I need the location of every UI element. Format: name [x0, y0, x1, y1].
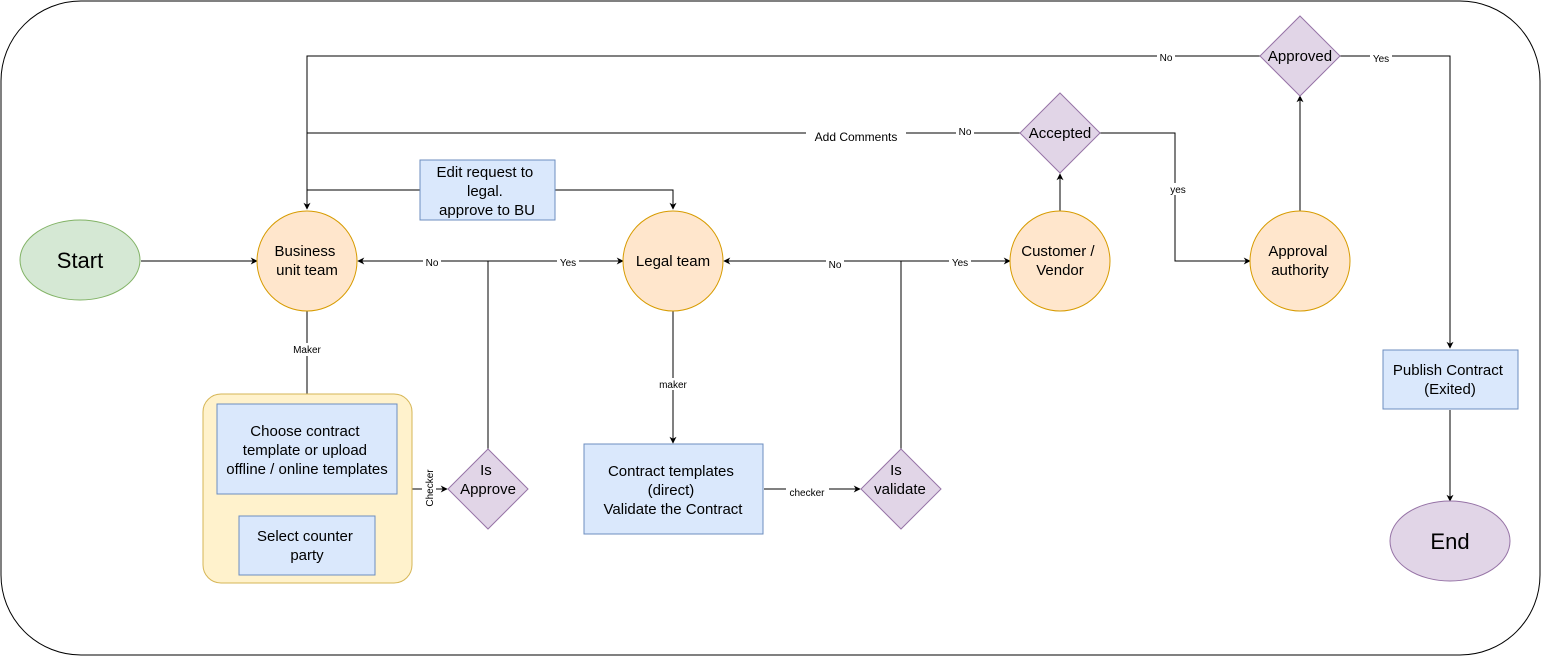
accepted-label: Accepted — [1029, 125, 1092, 142]
start-label: Start — [57, 248, 103, 273]
edge-approved-no — [303, 55, 1260, 210]
label-checker-legal: checker — [789, 488, 825, 499]
customer-vendor-label: Customer / Vendor — [1021, 243, 1099, 279]
is-validate-label: Is validate — [874, 462, 926, 498]
label-maker-bu: Maker — [293, 345, 321, 356]
is-approve-decision — [447, 448, 529, 530]
choose-template-box — [216, 403, 398, 495]
select-counter-party-label: Select counter party — [257, 528, 357, 564]
approved-label: Approved — [1268, 48, 1332, 65]
customer-vendor-node — [1009, 210, 1111, 312]
label-no-isvalidate: No — [829, 260, 842, 271]
accepted-decision — [1019, 92, 1101, 174]
approval-authority-node — [1249, 210, 1351, 312]
legal-team-node — [622, 210, 724, 312]
contract-templates-box — [583, 443, 764, 535]
edit-request-box — [419, 159, 556, 221]
contract-templates-label: Contract templates (direct) Validate the… — [604, 463, 744, 518]
approval-authority-label: Approval authority — [1268, 243, 1331, 279]
is-approve-label: Is Approve — [460, 462, 516, 498]
choose-template-label: Choose contract template or upload offli… — [226, 423, 388, 478]
business-unit-team-node — [256, 210, 358, 312]
label-no-accepted: No — [959, 127, 972, 138]
legal-team-label: Legal team — [636, 253, 710, 270]
select-counter-party-box — [238, 515, 376, 576]
is-validate-decision — [860, 448, 942, 530]
end-node — [1389, 500, 1511, 582]
publish-contract-box — [1382, 349, 1519, 410]
edit-request-label: Edit request to legal. approve to BU — [437, 164, 538, 219]
label-yes-approved: Yes — [1373, 54, 1389, 65]
business-unit-team-label: Business unit team — [274, 243, 339, 279]
label-no-approved: No — [1160, 53, 1173, 64]
label-yes-isvalidate: Yes — [952, 258, 968, 269]
label-yes-isapprove: Yes — [560, 258, 576, 269]
end-label: End — [1430, 529, 1469, 554]
label-checker-bu: Checker — [425, 469, 436, 507]
edge-accepted-yes — [1100, 132, 1251, 265]
approved-decision — [1259, 15, 1341, 97]
label-maker-legal: maker — [659, 380, 687, 391]
label-no-isapprove: No — [426, 258, 439, 269]
start-node — [19, 219, 141, 301]
label-yes-accepted: yes — [1170, 185, 1186, 196]
label-add-comments: Add Comments — [815, 130, 898, 144]
publish-contract-label: Publish Contract (Exited) — [1393, 362, 1507, 398]
edge-labels: Maker Checker No Yes maker checker No Ye… — [290, 51, 1392, 508]
